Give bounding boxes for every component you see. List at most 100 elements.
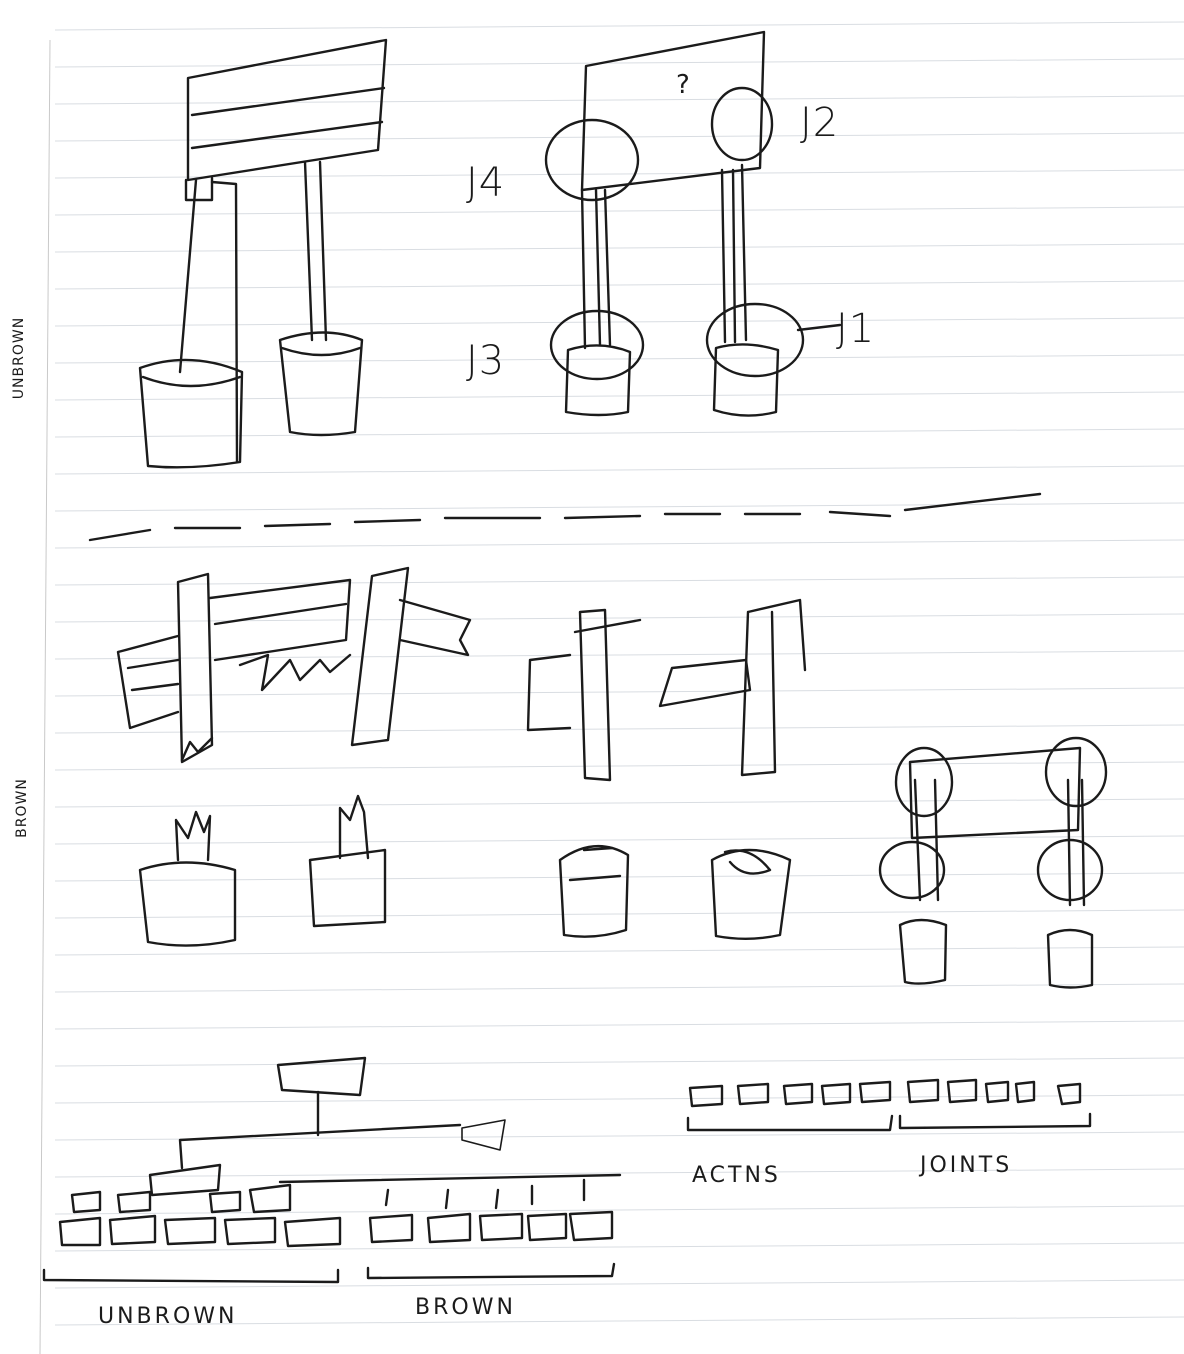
base	[900, 920, 946, 984]
base	[140, 863, 235, 946]
label-joints: JOINTS	[920, 1153, 1012, 1178]
broken-brace	[368, 1264, 614, 1278]
tree-edge	[280, 1175, 620, 1182]
left-post	[180, 180, 237, 462]
ruled-line	[55, 1243, 1184, 1251]
broken-sign-wreck	[118, 568, 470, 762]
unbroken-brace	[44, 1270, 338, 1282]
ruled-line	[55, 688, 1184, 696]
margin-label-broken: BROWN	[14, 778, 30, 838]
j1-leader	[798, 325, 840, 330]
board-line	[128, 660, 178, 690]
tree-node-row	[72, 1185, 290, 1212]
tree-edge	[180, 1125, 460, 1168]
label-question: ?	[676, 70, 690, 100]
broken-leaf-row	[370, 1212, 612, 1242]
joint-circle	[896, 748, 952, 816]
joint-circle	[880, 842, 944, 898]
loose-plank	[660, 660, 750, 706]
broken-sign-parts	[528, 600, 805, 780]
ruled-line	[55, 318, 1184, 326]
jointed-base	[560, 846, 628, 937]
loose-post	[580, 610, 610, 780]
ruled-line	[55, 207, 1184, 215]
right-base	[714, 344, 778, 415]
broken-post	[178, 574, 212, 762]
dashed-separator	[90, 494, 1040, 540]
label-tree-broken: BROWN	[415, 1295, 516, 1320]
page-left-edge	[40, 40, 50, 1354]
ruled-line	[55, 725, 1184, 733]
broken-board-right	[400, 600, 470, 655]
label-j3: J3	[466, 338, 505, 384]
tree-node	[150, 1165, 220, 1195]
base	[1048, 930, 1092, 988]
label-j1: J1	[836, 306, 875, 352]
ruled-line	[55, 392, 1184, 400]
broken-board-left	[118, 636, 178, 728]
ruled-line	[55, 762, 1184, 770]
unbroken-leaf-row	[60, 1216, 340, 1246]
ruled-line	[55, 244, 1184, 252]
joint-j1-circle	[707, 304, 803, 376]
ruled-line	[55, 947, 1184, 955]
ruled-line	[55, 355, 1184, 363]
ruled-line	[55, 1058, 1184, 1066]
left-post	[582, 190, 610, 348]
ruled-line	[55, 799, 1184, 807]
ruled-line	[55, 540, 1184, 548]
ruled-line	[55, 577, 1184, 585]
ruled-line	[55, 1021, 1184, 1029]
actions-brace	[688, 1116, 892, 1130]
left-base	[566, 345, 630, 415]
base-detail	[570, 848, 620, 880]
ruled-line	[55, 466, 1184, 474]
margin-label-unbroken: UNBROWN	[11, 317, 27, 399]
right-base-rim	[282, 348, 360, 355]
right-post	[305, 162, 326, 340]
label-j4: J4	[466, 160, 505, 206]
ruled-line	[55, 503, 1184, 511]
ruled-line	[55, 22, 1184, 30]
ruled-lines	[55, 22, 1184, 1325]
ruled-line	[55, 133, 1184, 141]
label-j2: J2	[800, 100, 839, 146]
ruled-line	[55, 281, 1184, 289]
sign-board	[582, 32, 764, 190]
tree-edge-ticks	[386, 1180, 584, 1208]
ruled-line	[55, 96, 1184, 104]
loose-post-right	[742, 600, 805, 775]
ruled-line	[55, 429, 1184, 437]
right-post	[722, 165, 746, 342]
base	[310, 850, 385, 926]
reassembled-sign	[880, 738, 1106, 988]
broken-post-jag	[182, 738, 212, 760]
sign-board	[188, 40, 386, 180]
board-line	[215, 604, 346, 624]
right-base	[280, 333, 362, 436]
label-actions: ACTNS	[692, 1163, 781, 1188]
branch-node	[462, 1120, 505, 1150]
sign-bracket	[186, 178, 212, 200]
left-base-rim	[143, 377, 240, 386]
post	[915, 780, 938, 900]
base-detail	[725, 850, 770, 873]
ruled-line	[55, 1095, 1184, 1103]
hierarchy-tree	[44, 1058, 620, 1282]
broken-jag	[240, 655, 350, 690]
stump	[176, 812, 210, 860]
action-boxes	[690, 1082, 890, 1106]
ruled-line	[55, 614, 1184, 622]
ruled-line	[55, 836, 1184, 844]
ruled-line	[55, 984, 1184, 992]
jointed-base	[712, 850, 790, 939]
sign-line	[192, 122, 382, 148]
label-tree-unbroken: UNBROWN	[98, 1304, 237, 1329]
unbroken-sign-drawing	[140, 40, 386, 467]
broken-bases	[140, 796, 790, 946]
joint-boxes	[908, 1080, 1080, 1104]
action-joint-row	[688, 1080, 1090, 1130]
ruled-line	[55, 910, 1184, 918]
